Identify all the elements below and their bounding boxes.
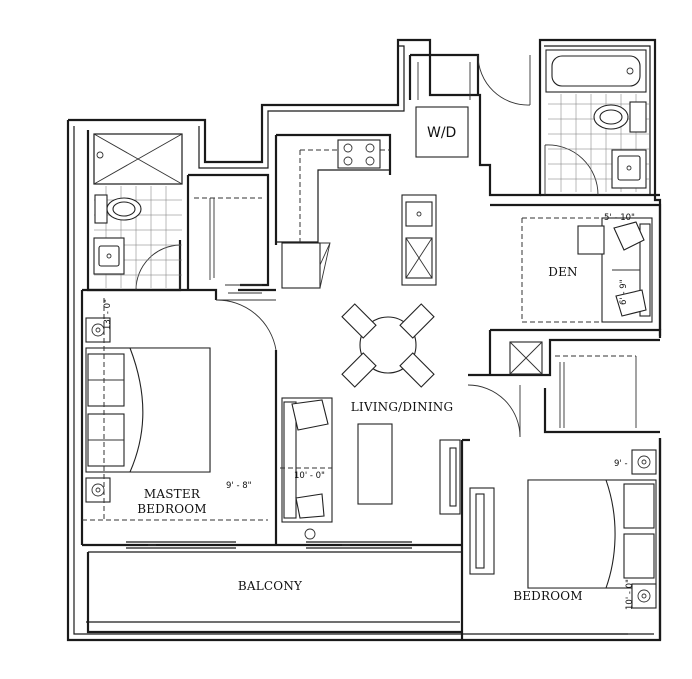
den-width-dim: 5' - 10" xyxy=(604,213,635,223)
master-bedroom-label-line1: MASTER xyxy=(144,487,201,501)
kitchen xyxy=(276,134,437,289)
doors xyxy=(135,54,599,438)
den: DEN 5' - 10" 6' - 9" xyxy=(521,213,653,323)
balcony: BALCONY xyxy=(238,579,303,593)
master-width-dim: 9' - 8" xyxy=(226,481,252,491)
master-closet xyxy=(194,197,262,294)
den-length-dim: 6' - 9" xyxy=(619,279,629,305)
bedroom-width-dim: 9' - xyxy=(614,459,628,469)
windows xyxy=(86,541,628,641)
living-dining-label: LIVING/DINING xyxy=(351,400,454,414)
living-width-dim: 10' - 0" xyxy=(294,471,325,481)
bedroom-length-dim: 10' - 0" xyxy=(625,579,635,610)
balcony-label: BALCONY xyxy=(238,579,303,593)
living-dining: LIVING/DINING 10' - 0" xyxy=(280,303,461,540)
laundry-closet: W/D xyxy=(415,62,471,158)
master-bedroom: 13' - 0" 9' - 8" MASTER BEDROOM xyxy=(82,298,268,521)
den-label: DEN xyxy=(548,265,577,279)
master-bathroom xyxy=(93,133,183,288)
bedroom: 9' - 10' - 0" BEDROOM xyxy=(469,449,657,610)
master-length-dim: 13' - 0" xyxy=(103,299,113,330)
bedroom-closet xyxy=(509,341,637,428)
master-bedroom-label-line2: BEDROOM xyxy=(137,502,207,516)
main-bathroom xyxy=(545,49,650,192)
laundry-label: W/D xyxy=(427,125,456,141)
bedroom-label: BEDROOM xyxy=(513,589,583,603)
